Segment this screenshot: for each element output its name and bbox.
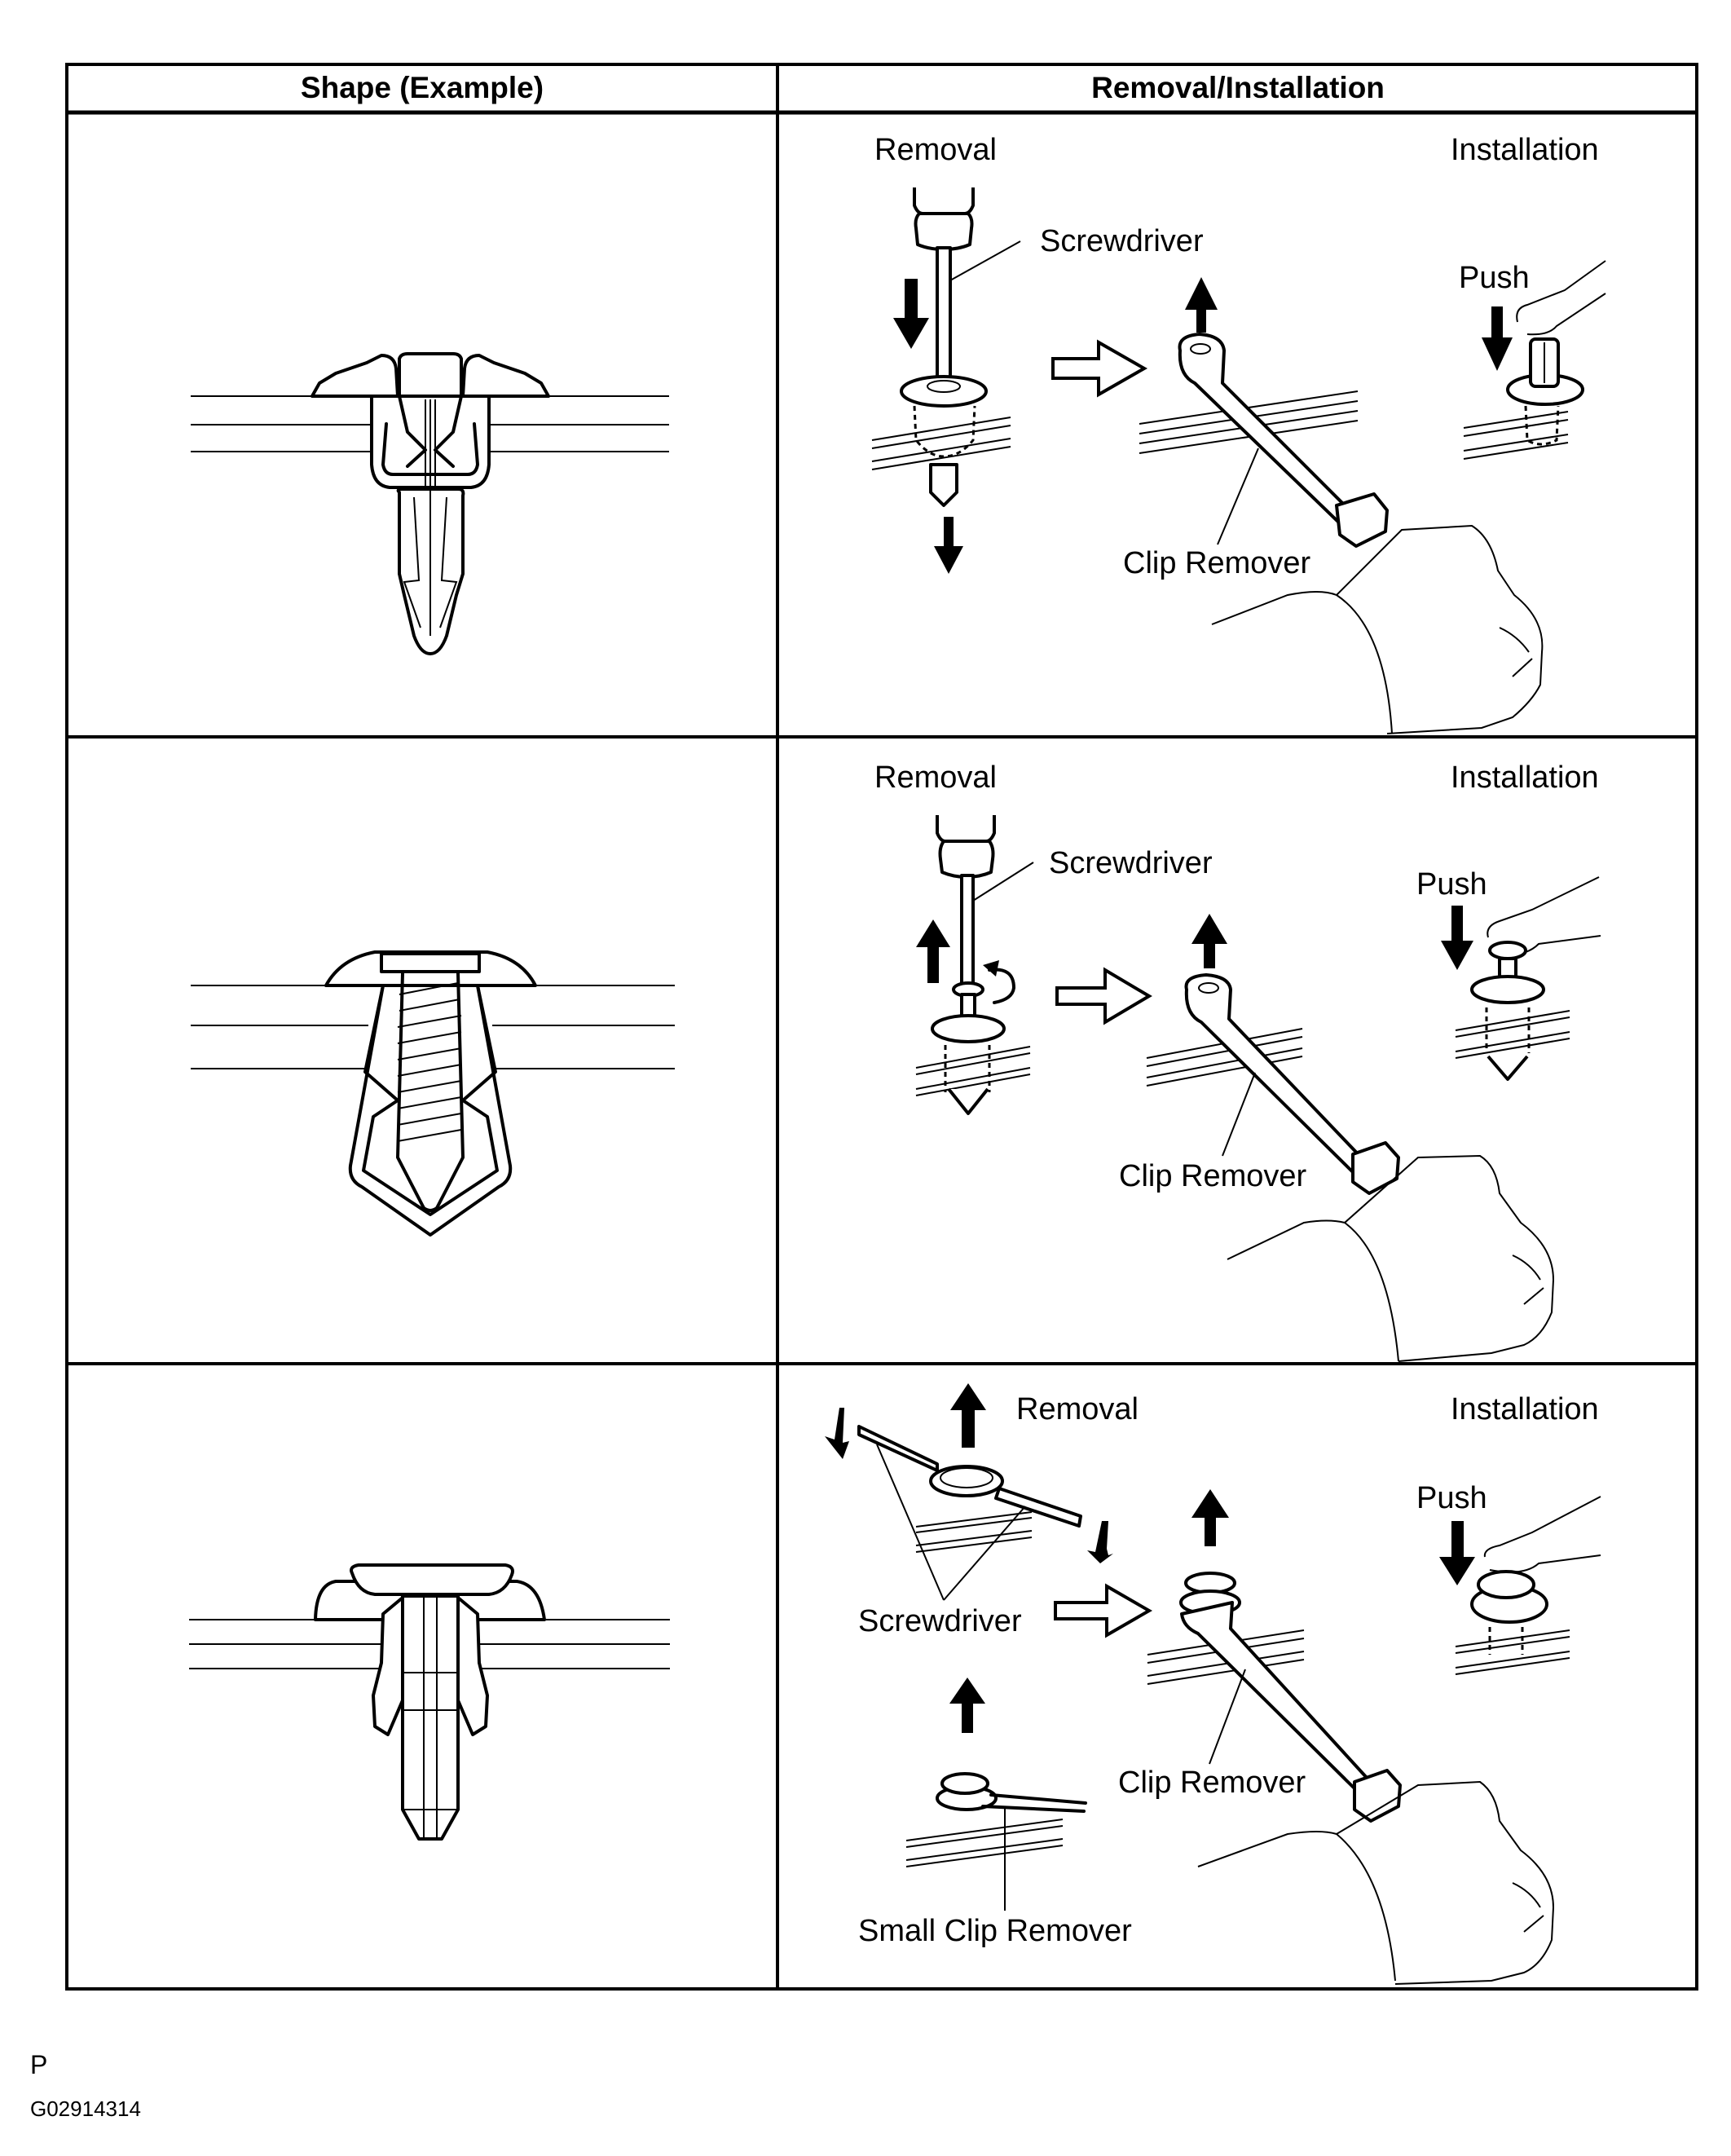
up-arrow-icon bbox=[1191, 1489, 1229, 1546]
down-arrow-icon bbox=[1482, 306, 1513, 371]
row2-installation-illustration bbox=[1441, 876, 1601, 1081]
row3-removal-label: Removal bbox=[1016, 1392, 1139, 1426]
curved-down-arrow-icon bbox=[825, 1408, 849, 1459]
screwdriver-icon bbox=[936, 815, 996, 986]
row1-removal-label: Removal bbox=[874, 133, 997, 167]
row3-installation-label: Installation bbox=[1451, 1392, 1599, 1426]
row3-screwdriver-callout: Screwdriver bbox=[858, 1604, 1022, 1638]
table-grid bbox=[65, 63, 1698, 1991]
up-arrow-icon bbox=[1191, 914, 1227, 968]
row1-screwdriver-callout: Screwdriver bbox=[1040, 224, 1204, 258]
down-arrow-icon bbox=[893, 279, 929, 349]
clip-table bbox=[65, 63, 1698, 1991]
trim-clip-type-a-icon bbox=[191, 352, 669, 655]
finger-icon bbox=[1516, 260, 1606, 336]
row3-small-clip-remover-callout: Small Clip Remover bbox=[858, 1914, 1132, 1948]
figure-code: G02914314 bbox=[30, 2096, 141, 2121]
row3-removal-illustration bbox=[825, 1383, 1153, 1911]
row2-removal-illustration bbox=[915, 815, 1152, 1115]
up-arrow-icon bbox=[1185, 277, 1218, 333]
push-clip-type-c-icon bbox=[189, 1563, 670, 1841]
row2-installation-label: Installation bbox=[1451, 761, 1599, 795]
row2-screwdriver-callout: Screwdriver bbox=[1049, 846, 1213, 880]
row3-clip-remover-illustration bbox=[1147, 1489, 1555, 1985]
up-arrow-icon bbox=[949, 1678, 985, 1733]
row1-installation-illustration bbox=[1463, 260, 1606, 460]
clip-remover-tool-icon bbox=[1178, 333, 1354, 527]
hand-icon bbox=[1211, 524, 1544, 734]
row3-push-label: Push bbox=[1416, 1481, 1487, 1515]
finger-icon bbox=[1483, 1496, 1601, 1573]
hand-icon bbox=[1197, 1780, 1555, 1985]
down-arrow-icon bbox=[934, 517, 963, 574]
clip-remover-tool-icon bbox=[1184, 973, 1368, 1175]
hollow-right-arrow-icon bbox=[1055, 967, 1152, 1025]
up-arrow-icon bbox=[950, 1383, 986, 1448]
row2-push-label: Push bbox=[1416, 867, 1487, 902]
screwdriver-icon bbox=[857, 1425, 939, 1472]
row1-removal-illustration bbox=[871, 187, 1148, 574]
small-clip-remover-icon bbox=[936, 1772, 1087, 1813]
clip-remover-tool-icon bbox=[1180, 1601, 1369, 1792]
screwdriver-icon bbox=[994, 1487, 1082, 1528]
header-shape-example: Shape (Example) bbox=[300, 70, 544, 104]
curved-down-arrow-icon bbox=[1087, 1521, 1113, 1563]
hand-icon bbox=[1227, 1154, 1555, 1362]
row3-installation-illustration bbox=[1439, 1496, 1601, 1675]
row1-clip-remover-callout: Clip Remover bbox=[1123, 546, 1311, 580]
hollow-right-arrow-icon bbox=[1051, 339, 1148, 398]
rotate-arrow-icon bbox=[988, 968, 1015, 1004]
up-arrow-icon bbox=[916, 919, 950, 983]
row2-removal-label: Removal bbox=[874, 761, 997, 795]
row1-push-label: Push bbox=[1459, 261, 1530, 295]
row1-clip-remover-illustration bbox=[1139, 277, 1544, 734]
row2-clip-remover-illustration bbox=[1146, 914, 1555, 1362]
screw-clip-type-b-icon bbox=[191, 950, 675, 1237]
hollow-right-arrow-icon bbox=[1054, 1583, 1153, 1638]
down-arrow-icon bbox=[1439, 1521, 1475, 1585]
row1-installation-label: Installation bbox=[1451, 133, 1599, 167]
footer-letter: P bbox=[30, 2050, 48, 2079]
header-removal-installation: Removal/Installation bbox=[1091, 70, 1385, 104]
row3-clip-remover-callout: Clip Remover bbox=[1118, 1766, 1306, 1800]
down-arrow-icon bbox=[1441, 906, 1473, 970]
row2-clip-remover-callout: Clip Remover bbox=[1119, 1159, 1307, 1193]
screwdriver-icon bbox=[913, 187, 975, 380]
